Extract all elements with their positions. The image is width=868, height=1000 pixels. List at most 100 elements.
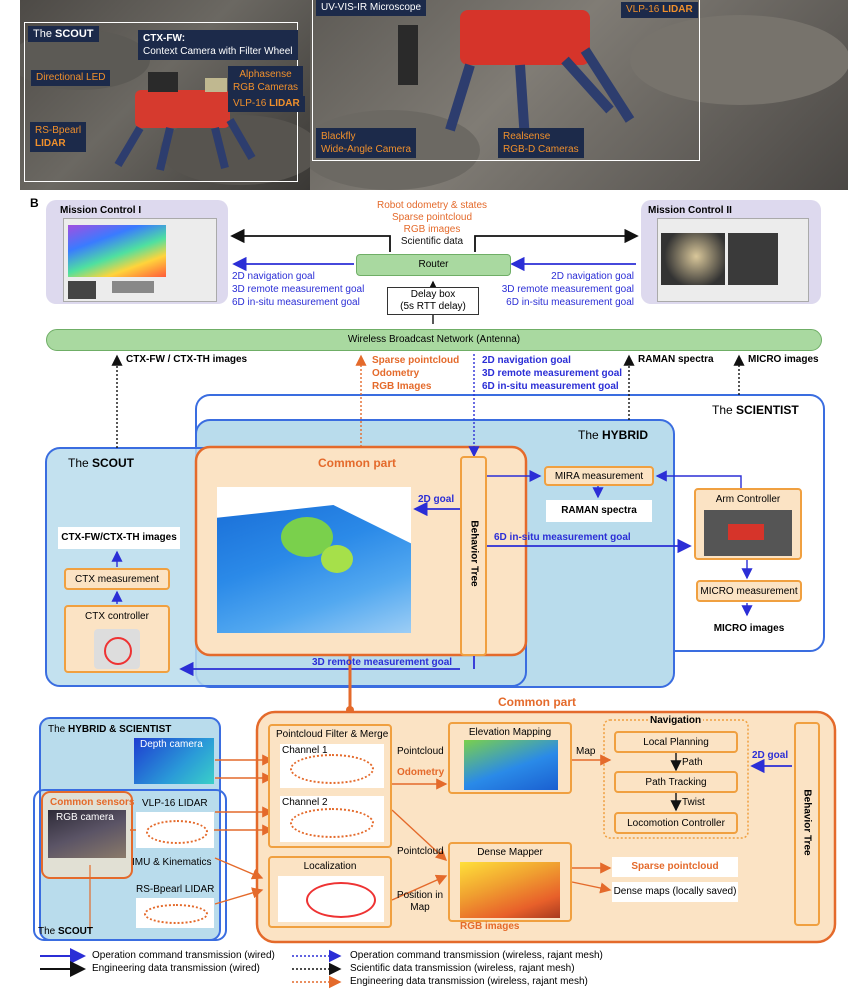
pointcloud-label-1: Pointcloud <box>397 746 444 757</box>
raman-top-label: RAMAN spectra <box>638 354 714 365</box>
photo-b-border <box>312 0 700 161</box>
channel-2-label: Channel 2 <box>282 797 328 808</box>
behavior-tree-upper-label: Behavior Tree <box>468 520 480 587</box>
arm-controller-box: Arm Controller <box>694 488 802 560</box>
wireless-network-bar: Wireless Broadcast Network (Antenna) <box>46 329 822 351</box>
legend-op-wired: Operation command transmission (wired) <box>92 950 275 961</box>
ctx-measurement-box: CTX measurement <box>64 568 170 590</box>
delay-box: Delay box(5s RTT delay) <box>387 287 479 315</box>
rgb-camera-label: RGB camera <box>56 812 114 823</box>
raman-box: RAMAN spectra <box>546 500 652 522</box>
rgb-camera-image <box>48 810 126 858</box>
ctx-controller-image <box>94 629 140 669</box>
mission-control-1-title: Mission Control I <box>60 205 142 216</box>
mission-control-1-screen <box>63 218 217 302</box>
line-router-mc2 <box>474 228 639 252</box>
hybrid-title: The HYBRID <box>578 428 649 442</box>
dense-mapper-label: Dense Mapper <box>477 847 543 858</box>
arm-controller-label: Arm Controller <box>715 494 781 505</box>
twist-label: Twist <box>682 797 705 808</box>
goal-2d-lower: 2D goal <box>752 750 789 761</box>
navigation-title: Navigation <box>648 715 704 726</box>
line-router-mc1 <box>230 228 391 252</box>
scout-lower-title: The SCOUT <box>38 926 94 937</box>
vlp16-label: VLP-16 LIDAR <box>142 798 208 809</box>
pointcloud-label-2: Pointcloud <box>397 846 444 857</box>
mission-control-2-screen <box>657 218 809 302</box>
localization-label: Localization <box>303 861 357 872</box>
elevation-map-image <box>464 740 558 790</box>
dense-maps-out: Dense maps (locally saved) <box>612 882 738 902</box>
mission-control-2-title: Mission Control II <box>648 205 732 216</box>
legend-sci-wireless: Scientific data transmission (wireless, … <box>350 963 575 974</box>
micro-top-label: MICRO images <box>748 354 819 365</box>
rsbpearl-image <box>136 898 214 928</box>
localization-box: Localization <box>268 856 392 928</box>
localization-image <box>278 876 384 922</box>
mira-box: MIRA measurement <box>544 466 654 486</box>
directional-led-label: Directional LED <box>31 70 111 86</box>
scout-lower-panel <box>33 789 227 941</box>
ctx-images-box: CTX-FW/CTX-TH images <box>58 527 180 549</box>
dense-mapper-box: Dense Mapper <box>448 842 572 922</box>
local-planning-box: Local Planning <box>614 731 738 753</box>
vlp-label-left: VLP-16 LIDAR <box>228 96 305 112</box>
legend-op-wireless: Operation command transmission (wireless… <box>350 950 603 961</box>
hybrid-scientist-title: The HYBRID & SCIENTIST <box>48 724 172 735</box>
pcl-filter-label: Pointcloud Filter & Merge <box>276 729 389 740</box>
depth-camera-image <box>134 738 214 784</box>
path-tracking-box: Path Tracking <box>614 771 738 793</box>
scout-robot-illustration <box>20 30 310 185</box>
path-label: Path <box>682 757 703 768</box>
odometry-label: Odometry <box>397 767 445 778</box>
uplink-label: Robot odometry & states Sparse pointclou… <box>376 200 488 247</box>
ctx-controller-box: CTX controller <box>64 605 170 673</box>
elevation-mapping-box: Elevation Mapping <box>448 722 572 794</box>
photo-hybrid-robot <box>310 0 848 190</box>
behavior-tree-lower <box>794 722 820 926</box>
legend-eng-wired: Engineering data transmission (wired) <box>92 963 260 974</box>
remote-goal-label: 3D remote measurement goal <box>312 657 453 668</box>
rsbpearl-label: RS-Bpearl LIDAR <box>136 884 215 895</box>
pointcloud-map-image <box>217 487 411 633</box>
vlp16-image <box>136 812 214 848</box>
dense-map-image <box>460 862 560 918</box>
channel-2-image <box>280 796 384 842</box>
channel-1-label: Channel 1 <box>282 745 328 756</box>
legend-eng-wireless: Engineering data transmission (wireless,… <box>350 976 588 987</box>
pcl-filter-box: Pointcloud Filter & Merge Channel 1 Chan… <box>268 724 392 848</box>
arm-controller-image <box>704 510 792 556</box>
microscope-label: UV-VIS-IR Microscope <box>316 0 427 16</box>
ctx-images-top-label: CTX-FW / CTX-TH images <box>126 354 248 365</box>
insitu-goal-label: 6D in-situ measurement goal <box>494 532 631 543</box>
ctx-label: CTX-FW:Context Camera with Filter Wheel <box>138 30 298 60</box>
sparse-pointcloud-out: Sparse pointcloud <box>612 857 738 877</box>
scientist-title: The SCIENTIST <box>712 403 799 417</box>
locomotion-box: Locomotion Controller <box>614 812 738 834</box>
ctx-controller-label: CTX controller <box>85 611 149 622</box>
scout-title: The SCOUT <box>68 456 135 470</box>
micro-images-box: MICRO images <box>696 618 802 640</box>
router-box: Router <box>356 254 511 276</box>
scout-label: The SCOUT <box>28 26 99 42</box>
common-part-lower-title: Common part <box>498 695 576 709</box>
panel-b-letter: B <box>30 196 39 210</box>
imu-label: IMU & Kinematics <box>132 857 212 868</box>
behavior-tree-lower-label: Behavior Tree <box>801 789 813 856</box>
rgb-images-label: RGB images <box>460 921 520 932</box>
behavior-tree-upper <box>460 456 487 656</box>
map-label: Map <box>576 746 596 757</box>
depth-camera-label: Depth camera <box>140 739 203 750</box>
vlp-label-right: VLP-16 LIDAR <box>621 2 698 18</box>
common-part-title: Common part <box>318 456 396 470</box>
elevation-mapping-label: Elevation Mapping <box>468 727 552 738</box>
channel-1-image <box>280 744 384 788</box>
